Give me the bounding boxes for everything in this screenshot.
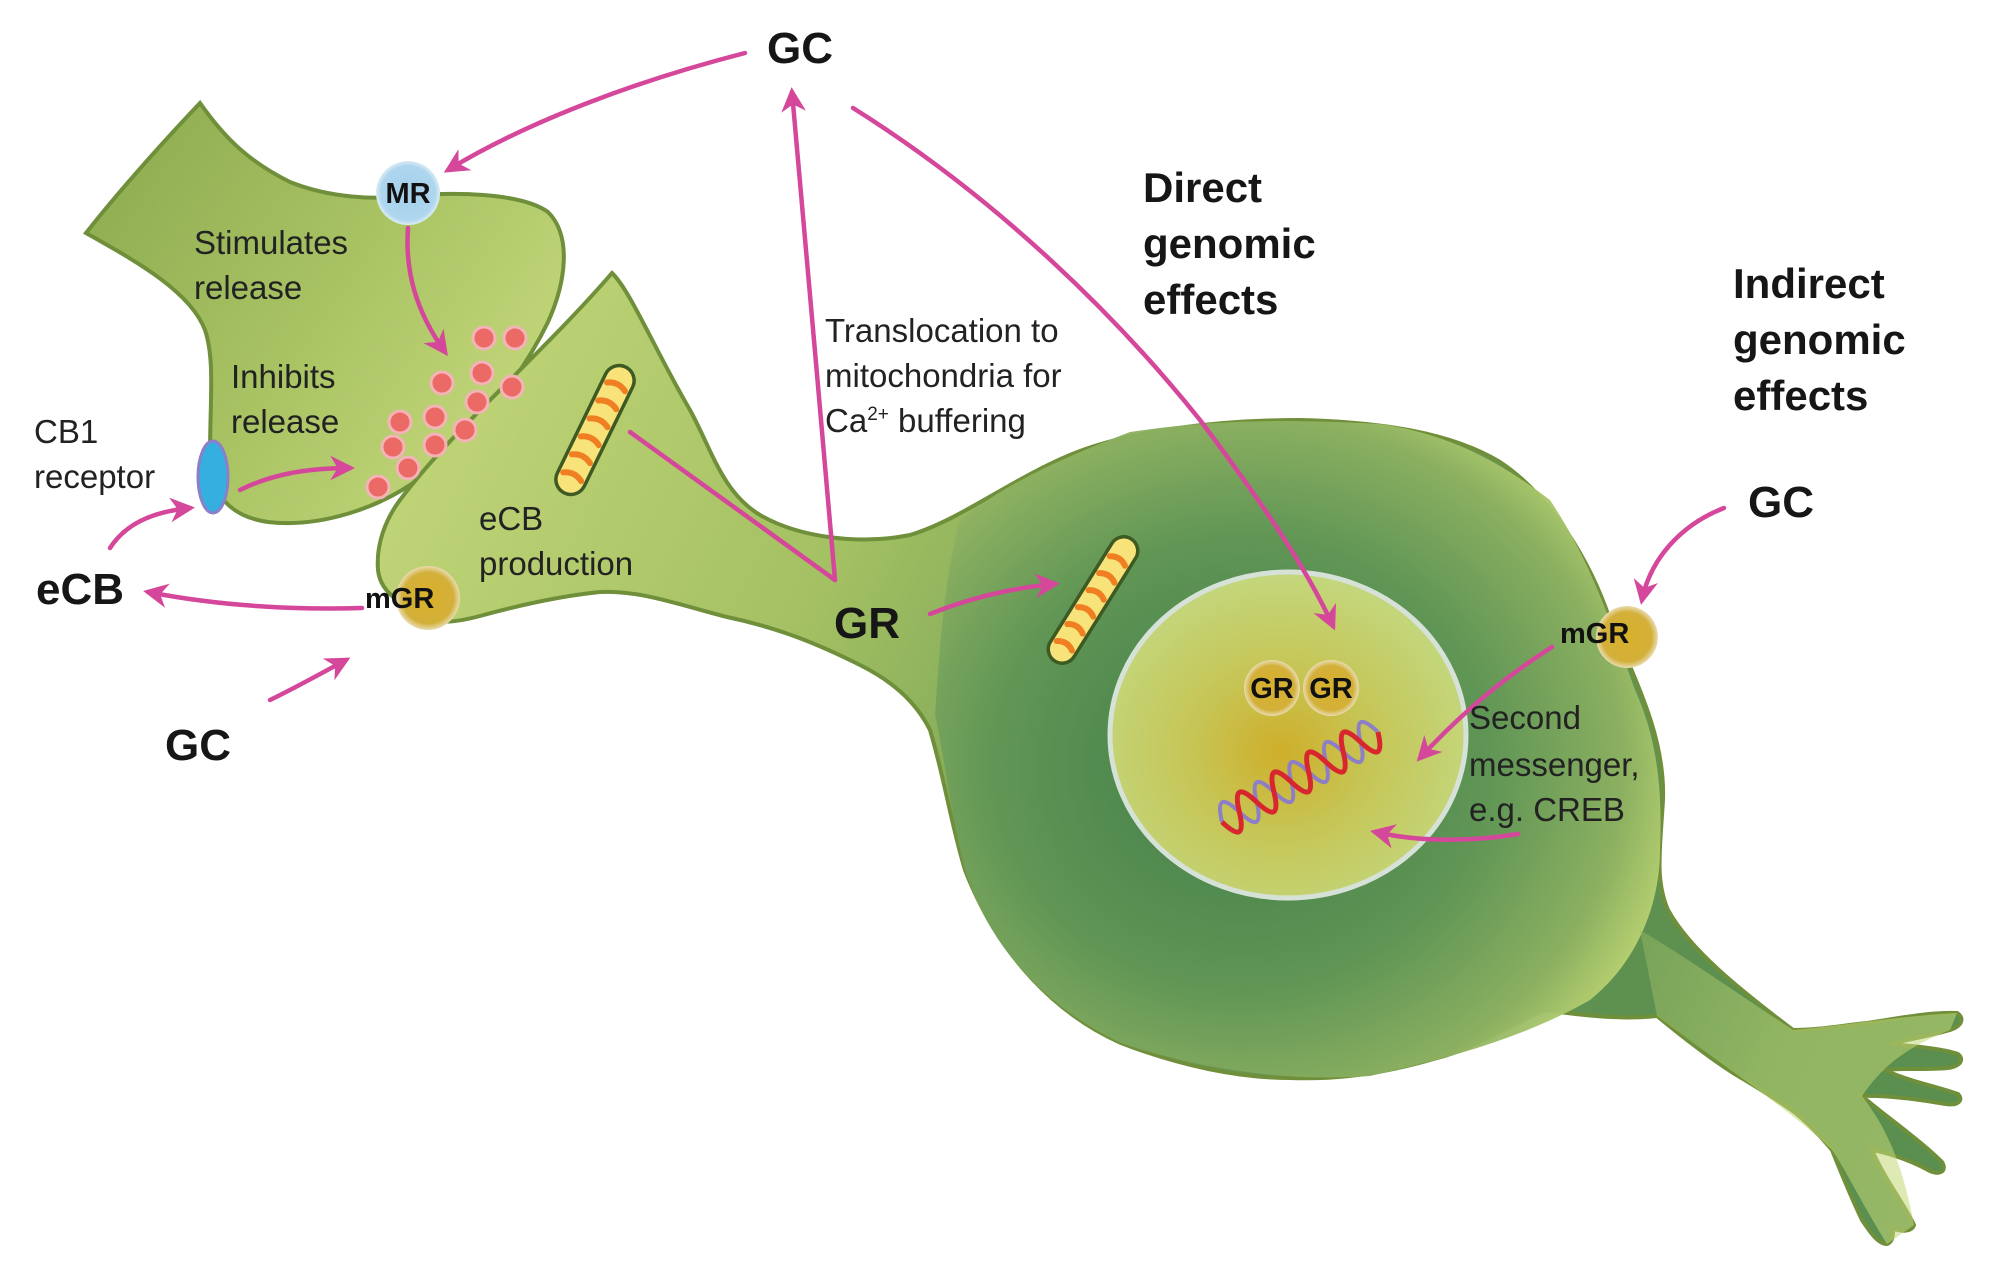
arrows	[107, 50, 1727, 849]
ecb-production-line1: eCB	[479, 500, 543, 537]
ecb-production-line2: production	[479, 545, 633, 582]
arrow-gc-to-mgr-synapse	[267, 657, 351, 703]
mr-receptor	[376, 161, 440, 225]
gc-bottom-left-label: GC	[165, 721, 231, 770]
axon	[1640, 930, 1957, 1244]
arrow-ecb-to-cb1	[107, 497, 195, 551]
indirect-genomic-effects-line3: effects	[1733, 372, 1868, 419]
indirect-genomic-effects-line2: genomic	[1733, 316, 1906, 363]
gc-top-label: GC	[767, 24, 833, 73]
inhibits-release-line1: Inhibits	[231, 358, 336, 395]
mgr-receptor-soma	[1596, 606, 1658, 668]
synaptic-vesicles	[365, 325, 528, 500]
stimulates-release-line2: release	[194, 269, 302, 306]
mr-label: MR	[385, 178, 430, 210]
mitochondrion-spine	[554, 363, 636, 497]
direct-genomic-effects-line2: genomic	[1143, 220, 1316, 267]
vesicle	[380, 434, 406, 460]
inhibits-release-line2: release	[231, 403, 339, 440]
direct-genomic-effects-line3: effects	[1143, 276, 1278, 323]
gr-cytoplasm-label: GR	[834, 599, 900, 648]
second-messenger-line3: e.g. CREB	[1469, 791, 1625, 828]
gr-dimer-right	[1303, 660, 1359, 716]
vesicle	[429, 370, 455, 396]
second-messenger-line1: Second	[1469, 699, 1581, 736]
arrow-mr-to-vesicles	[405, 225, 448, 357]
mgr-synapse-label: mGR	[365, 583, 434, 615]
arrow-gr-to-mitochondrion	[927, 573, 1060, 617]
stimulates-release-line1: Stimulates	[194, 224, 348, 261]
ecb-label: eCB	[36, 565, 124, 614]
mitochondrion-dendrite	[1046, 535, 1140, 665]
vesicle	[502, 325, 528, 351]
arrow-gc-to-mgr-soma	[1633, 505, 1727, 605]
gc-right-label: GC	[1748, 478, 1814, 527]
arrow-mgr-to-ecb	[143, 583, 365, 611]
mgr-receptor-synapse	[396, 566, 460, 630]
cb1-receptor-line1: CB1	[34, 413, 98, 450]
vesicle	[499, 374, 525, 400]
direct-genomic-effects-line1: Direct	[1143, 164, 1262, 211]
dna-helix-icon	[1217, 719, 1383, 835]
gr-dimer-left-label: GR	[1250, 673, 1294, 705]
vesicle	[471, 325, 497, 351]
vesicle	[469, 360, 495, 386]
arrow-mgr-to-nucleus	[1416, 644, 1555, 762]
translocation-line2: mitochondria for	[825, 357, 1062, 394]
vesicle	[395, 455, 421, 481]
second-messenger-line2: messenger,	[1469, 746, 1640, 783]
arrow-gc-to-nucleus	[850, 105, 1336, 631]
gr-dimer-left	[1244, 660, 1300, 716]
arrow-mito-to-gr-vertex	[627, 429, 838, 583]
arrow-cb1-inhibits-release	[237, 455, 355, 493]
gr-dimer-right-label: GR	[1309, 673, 1353, 705]
mgr-soma-label: mGR	[1560, 618, 1629, 650]
arrow-gr-to-gc-top	[781, 87, 838, 583]
vesicle	[387, 409, 413, 435]
cb1-receptor-icon	[196, 439, 230, 515]
arrow-second-messenger-to-dna	[1370, 824, 1521, 849]
vesicle	[422, 432, 448, 458]
indirect-genomic-effects-line1: Indirect	[1733, 260, 1885, 307]
vesicle	[365, 474, 391, 500]
translocation-line3: Ca2+ buffering	[825, 402, 1026, 439]
nucleus	[1107, 569, 1469, 901]
cb1-receptor-line2: receptor	[34, 458, 155, 495]
vesicle	[452, 417, 478, 443]
arrow-gc-to-mr	[443, 50, 748, 173]
vesicle	[422, 404, 448, 430]
translocation-line1: Translocation to	[825, 312, 1059, 349]
vesicle	[464, 389, 490, 415]
